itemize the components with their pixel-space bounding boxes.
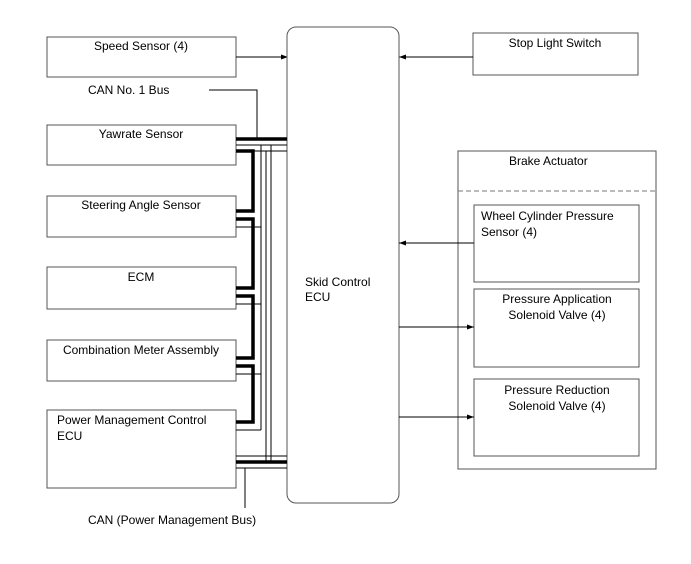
can-power-bus-label: CAN (Power Management Bus)	[88, 513, 256, 527]
yawrate-sensor-label: Yawrate Sensor	[99, 127, 184, 141]
brake-actuator-label: Brake Actuator	[509, 154, 588, 168]
stop-light-switch-label: Stop Light Switch	[509, 36, 602, 50]
skid-control-ecu-label-line2: ECU	[305, 290, 330, 304]
skid-control-ecu-box: Skid Control ECU	[286, 26, 400, 504]
wheel-cylinder-sensor-box: Wheel Cylinder Pressure Sensor (4)	[473, 204, 640, 283]
pressure-application-label-line2: Solenoid Valve (4)	[508, 308, 605, 322]
ecm-box: ECM	[46, 266, 237, 310]
wheel-cylinder-sensor-label-line1: Wheel Cylinder Pressure	[481, 209, 614, 223]
pressure-reduction-label-line1: Pressure Reduction	[504, 383, 609, 397]
power-mgmt-ecu-box: Power Management Control ECU	[46, 409, 237, 489]
power-mgmt-ecu-label-line1: Power Management Control	[57, 413, 206, 427]
wheel-cylinder-sensor-label-line2: Sensor (4)	[481, 225, 537, 239]
can-no1-bus-label: CAN No. 1 Bus	[88, 83, 169, 97]
can-no1-bus-leader	[209, 89, 258, 139]
ecm-label: ECM	[128, 270, 155, 284]
pressure-application-label-line1: Pressure Application	[502, 292, 611, 306]
steering-angle-sensor-box: Steering Angle Sensor	[46, 195, 237, 238]
pressure-application-valve-box: Pressure Application Solenoid Valve (4)	[473, 288, 640, 368]
combination-meter-box: Combination Meter Assembly	[46, 339, 237, 382]
pressure-reduction-label-line2: Solenoid Valve (4)	[508, 399, 605, 413]
steering-angle-sensor-label: Steering Angle Sensor	[81, 198, 200, 212]
pressure-reduction-valve-box: Pressure Reduction Solenoid Valve (4)	[473, 378, 640, 457]
stop-light-switch-box: Stop Light Switch	[472, 32, 639, 76]
skid-control-ecu-label-line1: Skid Control	[305, 275, 370, 289]
power-mgmt-ecu-label-line2: ECU	[57, 429, 82, 443]
can-power-bus-lines	[236, 455, 287, 508]
can-no1-bus-lines	[236, 137, 287, 462]
speed-sensor-box: Speed Sensor (4)	[46, 36, 237, 78]
combination-meter-label: Combination Meter Assembly	[63, 343, 219, 357]
yawrate-sensor-box: Yawrate Sensor	[46, 124, 237, 166]
speed-sensor-label: Speed Sensor (4)	[94, 39, 188, 53]
